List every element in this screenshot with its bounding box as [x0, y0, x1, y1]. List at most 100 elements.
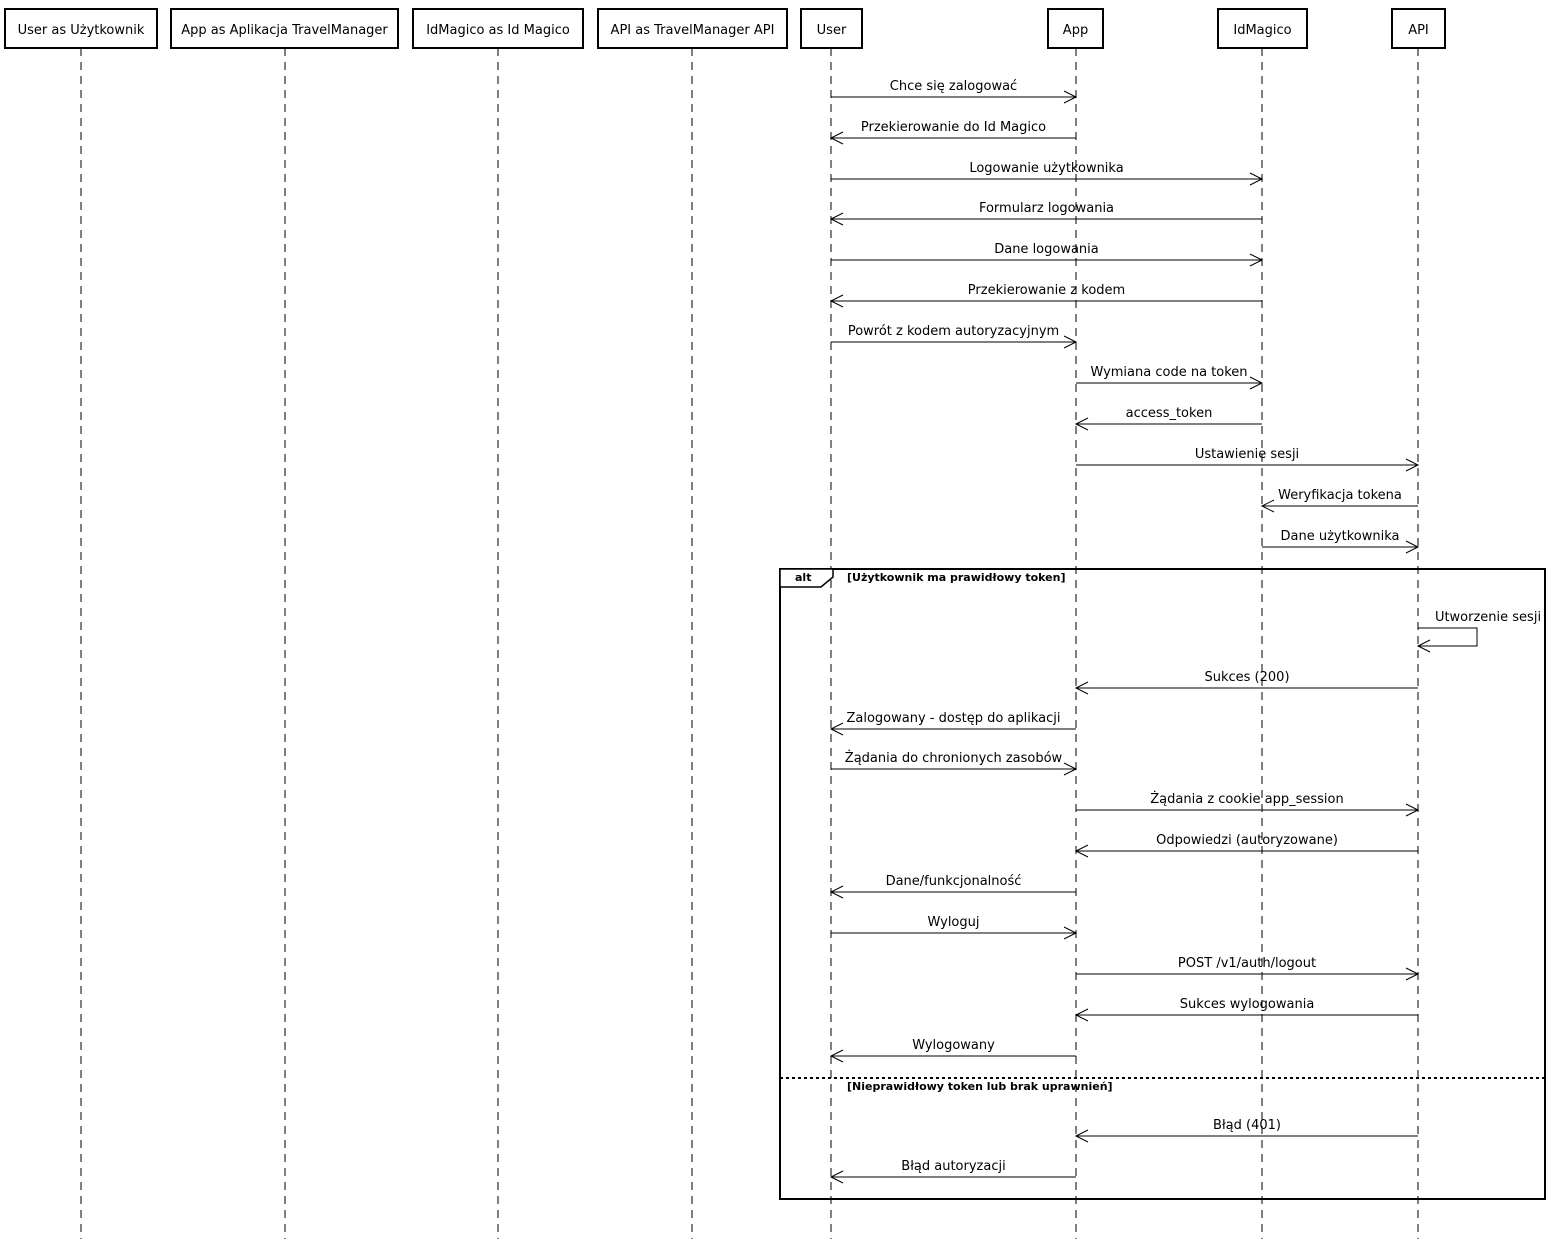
- message-label: Wylogowany: [912, 1038, 995, 1053]
- message-access-token: access_token: [1074, 406, 1262, 431]
- message-label: Odpowiedzi (autoryzowane): [1156, 833, 1338, 848]
- message-przekierowanie-do-id-magico: Przekierowanie do Id Magico: [829, 120, 1076, 145]
- message-label: Logowanie użytkownika: [969, 161, 1123, 176]
- message-arrowhead: [1249, 253, 1264, 267]
- message-arrowhead: [829, 1049, 844, 1063]
- message-arrowhead: [1063, 762, 1078, 776]
- participant-api-label: API: [1408, 23, 1429, 38]
- message-label: Dane/funkcjonalność: [886, 874, 1022, 889]
- message-label: Przekierowanie do Id Magico: [861, 120, 1046, 135]
- message-arrowhead: [1260, 499, 1275, 513]
- message-arrowhead: [1063, 90, 1078, 104]
- participant-app-label: App: [1063, 23, 1088, 38]
- message-logowanie-uzytkownika: Logowanie użytkownika: [831, 161, 1264, 186]
- message-arrowhead: [1074, 844, 1089, 858]
- message-arrowhead: [1405, 540, 1420, 554]
- message-label: Żądania do chronionych zasobów: [845, 750, 1063, 766]
- participant-user-box: [800, 8, 863, 49]
- message-post-v1-auth-logout: POST /v1/auth/logout: [1076, 956, 1420, 981]
- alt-guard-invalid-token: [Nieprawidłowy token lub brak uprawnień]: [847, 1080, 1113, 1093]
- message-zalogowany-dostep-do-aplikacji: Zalogowany - dostęp do aplikacji: [829, 711, 1076, 736]
- message-zadania-do-chronionych-zasobow: Żądania do chronionych zasobów: [831, 750, 1078, 776]
- message-dane-uzytkownika: Dane użytkownika: [1262, 529, 1420, 554]
- message-label: Wymiana code na token: [1090, 365, 1247, 380]
- message-arrowhead: [1416, 639, 1431, 653]
- message-label: Wyloguj: [928, 915, 980, 930]
- alt-frame: alt [Użytkownik ma prawidłowy token] [Ni…: [779, 568, 1546, 1200]
- participant-idmagico-box: [1217, 8, 1308, 49]
- message-arrowhead: [1249, 376, 1264, 390]
- lifelines: [80, 48, 1419, 1239]
- message-arrowhead: [1405, 458, 1420, 472]
- message-label: Dane użytkownika: [1281, 529, 1400, 544]
- participant-app-as-aplikacja-travelmanager-label: App as Aplikacja TravelManager: [181, 23, 388, 38]
- participant-app-as-aplikacja-travelmanager-box: [170, 8, 399, 49]
- alt-frame-border: [779, 568, 1546, 1200]
- message-powrot-z-kodem-autoryzacyjnym: Powrót z kodem autoryzacyjnym: [831, 324, 1078, 349]
- participant-idmagico-as-id-magico-label: IdMagico as Id Magico: [426, 23, 570, 38]
- participants: User as Użytkownik App as Aplikacja Trave…: [4, 8, 1446, 49]
- alt-guard-valid-token: [Użytkownik ma prawidłowy token]: [847, 571, 1065, 584]
- message-label: Przekierowanie z kodem: [968, 283, 1125, 298]
- message-zadania-z-cookie-app-session: Żądania z cookie app_session: [1076, 791, 1420, 817]
- message-arrowhead: [829, 1170, 844, 1184]
- message-arrowhead: [1249, 172, 1264, 186]
- message-arrowhead: [829, 885, 844, 899]
- message-blad-401: Błąd (401): [1074, 1118, 1418, 1143]
- message-utworzenie-sesji: Utworzenie sesji: [1416, 610, 1541, 653]
- message-sukces-200: Sukces (200): [1074, 670, 1418, 695]
- message-label: Formularz logowania: [979, 201, 1114, 216]
- message-label: Sukces wylogowania: [1180, 997, 1315, 1012]
- message-formularz-logowania: Formularz logowania: [829, 201, 1262, 226]
- participant-api-as-travelmanager-api-box: [597, 8, 788, 49]
- message-sukces-wylogowania: Sukces wylogowania: [1074, 997, 1418, 1022]
- message-przekierowanie-z-kodem: Przekierowanie z kodem: [829, 283, 1262, 308]
- message-dane-funkcjonalnosc: Dane/funkcjonalność: [829, 874, 1076, 899]
- message-label: POST /v1/auth/logout: [1178, 956, 1316, 971]
- message-label: Zalogowany - dostęp do aplikacji: [846, 711, 1060, 726]
- message-weryfikacja-tokena: Weryfikacja tokena: [1260, 488, 1418, 513]
- message-self-loop-line: [1418, 627, 1478, 647]
- participant-app-box: [1047, 8, 1104, 49]
- message-label: Błąd autoryzacji: [901, 1159, 1005, 1174]
- participant-api-box: [1391, 8, 1446, 49]
- participant-api-as-travelmanager-api-label: API as TravelManager API: [611, 23, 775, 38]
- message-label: access_token: [1126, 406, 1213, 421]
- message-arrowhead: [1074, 417, 1089, 431]
- message-label: Ustawienie sesji: [1195, 447, 1299, 462]
- participant-user-as-uzytkownik-box: [4, 8, 158, 49]
- message-label: Błąd (401): [1213, 1118, 1281, 1133]
- message-arrowhead: [829, 212, 844, 226]
- message-wyloguj: Wyloguj: [831, 915, 1078, 940]
- message-label: Utworzenie sesji: [1435, 610, 1541, 625]
- message-arrowhead: [1074, 681, 1089, 695]
- message-arrowhead: [1405, 967, 1420, 981]
- message-wymiana-code-na-token: Wymiana code na token: [1076, 365, 1264, 390]
- message-label: Sukces (200): [1204, 670, 1289, 685]
- message-arrowhead: [1074, 1008, 1089, 1022]
- message-dane-logowania: Dane logowania: [831, 242, 1264, 267]
- message-arrowhead: [1405, 803, 1420, 817]
- message-arrowhead: [829, 294, 844, 308]
- message-label: Dane logowania: [994, 242, 1099, 257]
- message-odpowiedzi-autoryzowane: Odpowiedzi (autoryzowane): [1074, 833, 1418, 858]
- message-arrowhead: [829, 131, 844, 145]
- message-arrowhead: [829, 722, 844, 736]
- message-arrowhead: [1063, 335, 1078, 349]
- message-arrowhead: [1074, 1129, 1089, 1143]
- participant-user-label: User: [817, 23, 847, 38]
- participant-user-as-uzytkownik-label: User as Użytkownik: [18, 23, 145, 38]
- alt-frame-label: alt: [795, 571, 811, 584]
- alt-frame-tag: [779, 568, 834, 588]
- message-label: Weryfikacja tokena: [1278, 488, 1402, 503]
- message-blad-autoryzacji: Błąd autoryzacji: [829, 1159, 1076, 1184]
- message-label: Chce się zalogować: [890, 79, 1017, 94]
- participant-idmagico-label: IdMagico: [1233, 23, 1291, 38]
- message-label: Powrót z kodem autoryzacyjnym: [848, 324, 1059, 339]
- message-ustawienie-sesji: Ustawienie sesji: [1076, 447, 1420, 472]
- participant-idmagico-as-id-magico-box: [412, 8, 584, 49]
- message-arrowhead: [1063, 926, 1078, 940]
- message-wylogowany: Wylogowany: [829, 1038, 1076, 1063]
